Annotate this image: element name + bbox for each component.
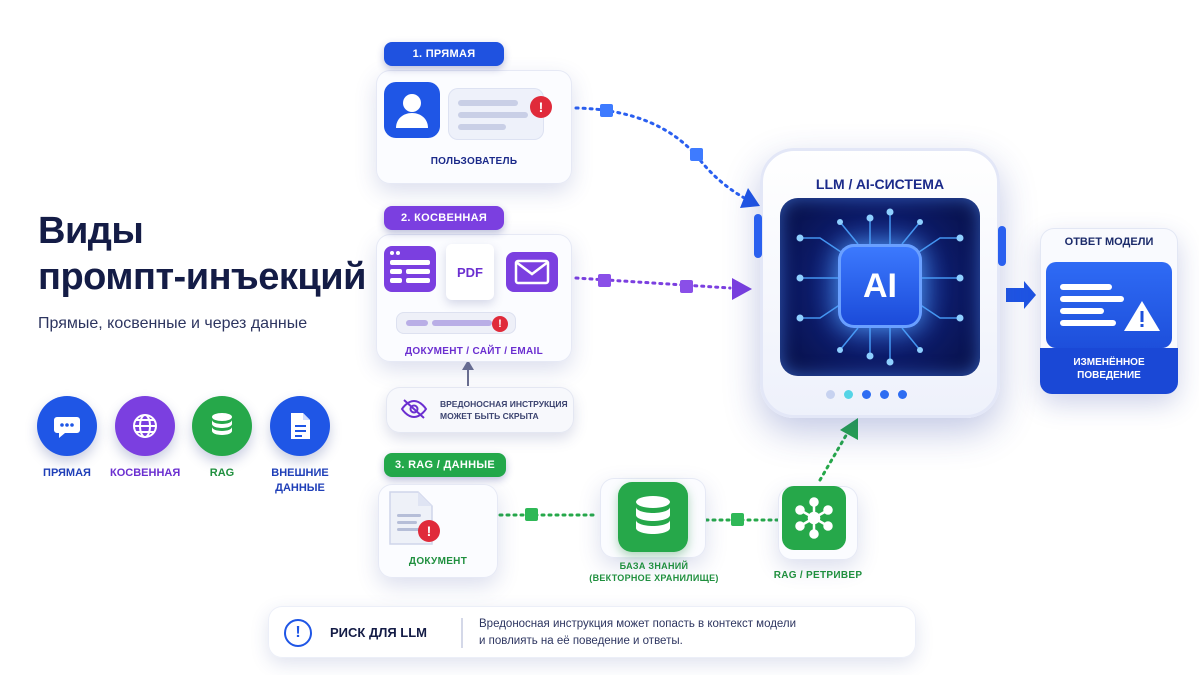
arrow-icon xyxy=(740,188,760,208)
text-line xyxy=(406,320,428,326)
text-line xyxy=(458,100,518,106)
legend-item-direct: ПРЯМАЯ xyxy=(32,396,102,481)
pdf-icon: PDF xyxy=(446,244,494,300)
text-line xyxy=(1060,308,1104,314)
side-button-right xyxy=(998,226,1006,266)
text-line xyxy=(1060,284,1112,290)
hidden-line-1: ВРЕДОНОСНАЯ ИНСТРУКЦИЯ xyxy=(440,399,568,409)
text-line xyxy=(1060,296,1124,302)
hidden-text-field xyxy=(396,312,516,334)
risk-banner xyxy=(268,606,916,658)
legend-label: ПРЯМАЯ xyxy=(43,467,91,479)
data-cube-icon xyxy=(731,513,744,526)
status-dot xyxy=(862,390,871,399)
legend-item-external: ВНЕШНИЕ ДАННЫЕ xyxy=(265,396,335,496)
email-icon xyxy=(506,252,558,292)
arrow-icon xyxy=(1006,281,1036,309)
side-button-left xyxy=(754,214,762,258)
warning-icon xyxy=(1124,301,1160,331)
document-icon xyxy=(270,396,330,456)
risk-divider xyxy=(461,618,463,648)
ai-system-title: LLM / AI-СИСТЕМА xyxy=(815,176,945,192)
arrow-icon xyxy=(732,278,752,300)
data-cube-icon xyxy=(598,274,611,287)
text-line xyxy=(1060,320,1116,326)
arrow-icon xyxy=(462,360,474,370)
alert-icon: ! xyxy=(492,316,508,332)
output-base-line-1: ИЗМЕНЁННОЕ xyxy=(1073,357,1145,368)
status-dot xyxy=(880,390,889,399)
text-line xyxy=(458,124,506,130)
output-base-line-2: ПОВЕДЕНИЕ xyxy=(1077,370,1141,381)
risk-line-1: Вредоносная инструкция может попасть в к… xyxy=(479,618,797,630)
legend-item-indirect: КОСВЕННАЯ xyxy=(110,396,180,481)
risk-label: РИСК ДЛЯ LLM xyxy=(330,625,427,640)
info-alert-icon: ! xyxy=(284,619,312,647)
text-line xyxy=(458,112,528,118)
kb-line-2: (ВЕКТОРНОЕ ХРАНИЛИЩЕ) xyxy=(589,573,719,583)
direct-connector xyxy=(574,106,750,202)
indirect-connector xyxy=(574,276,732,290)
output-base: ИЗМЕНЁННОЕ ПОВЕДЕНИЕ xyxy=(1040,348,1178,394)
website-icon xyxy=(384,246,436,292)
user-icon xyxy=(384,82,440,138)
caption-document-site-email: ДОКУМЕНТ / САЙТ / EMAIL xyxy=(405,346,543,357)
ai-chip: AI xyxy=(838,244,922,328)
chat-icon xyxy=(37,396,97,456)
risk-line-2: и повлиять на её поведение и ответы. xyxy=(479,635,683,647)
status-dot xyxy=(898,390,907,399)
data-cube-icon xyxy=(600,104,613,117)
data-cube-icon xyxy=(690,148,703,161)
alert-icon: ! xyxy=(530,96,552,118)
caption-rag-document: ДОКУМЕНТ xyxy=(408,556,468,567)
circuit-lines xyxy=(796,208,964,366)
legend-label: ВНЕШНИЕ ДАННЫЕ xyxy=(271,467,329,494)
globe-icon xyxy=(115,396,175,456)
network-icon xyxy=(782,486,846,550)
hidden-instruction-text: ВРЕДОНОСНАЯ ИНСТРУКЦИЯ МОЖЕТ БЫТЬ СКРЫТА xyxy=(440,398,568,422)
data-cube-icon xyxy=(525,508,538,521)
text-line xyxy=(432,320,492,326)
status-dot xyxy=(844,390,853,399)
caption-user: ПОЛЬЗОВАТЕЛЬ xyxy=(430,156,518,167)
eye-off-icon xyxy=(400,398,428,425)
alert-icon: ! xyxy=(418,520,440,542)
database-icon xyxy=(618,482,688,552)
page-subtitle: Прямые, косвенные и через данные xyxy=(38,315,308,332)
caption-knowledge-base: БАЗА ЗНАНИЙ (ВЕКТОРНОЕ ХРАНИЛИЩЕ) xyxy=(584,560,724,584)
legend-label: КОСВЕННАЯ xyxy=(110,467,181,479)
legend-label: RAG xyxy=(209,467,235,479)
database-icon xyxy=(192,396,252,456)
arrow-icon xyxy=(840,418,858,440)
data-cube-icon xyxy=(680,280,693,293)
tag-indirect: 2. КОСВЕННАЯ xyxy=(384,206,504,230)
message-bubble xyxy=(448,88,544,140)
rag-connector-3 xyxy=(818,430,850,482)
tag-direct: 1. ПРЯМАЯ xyxy=(384,42,504,66)
title-line-2: промпт-инъекций xyxy=(38,256,366,298)
title-line-1: Виды xyxy=(38,210,144,252)
page-title: Виды промпт-инъекций xyxy=(38,208,366,300)
output-title: ОТВЕТ МОДЕЛИ xyxy=(1064,236,1154,248)
output-screen xyxy=(1046,262,1172,348)
kb-line-1: БАЗА ЗНАНИЙ xyxy=(619,561,689,571)
status-dot xyxy=(826,390,835,399)
hidden-line-2: МОЖЕТ БЫТЬ СКРЫТА xyxy=(440,411,539,421)
caption-retriever: RAG / РЕТРИВЕР xyxy=(773,570,863,581)
risk-description: Вредоносная инструкция может попасть в к… xyxy=(479,616,796,650)
legend-item-rag: RAG xyxy=(187,396,257,481)
tag-rag: 3. RAG / ДАННЫЕ xyxy=(384,453,506,477)
